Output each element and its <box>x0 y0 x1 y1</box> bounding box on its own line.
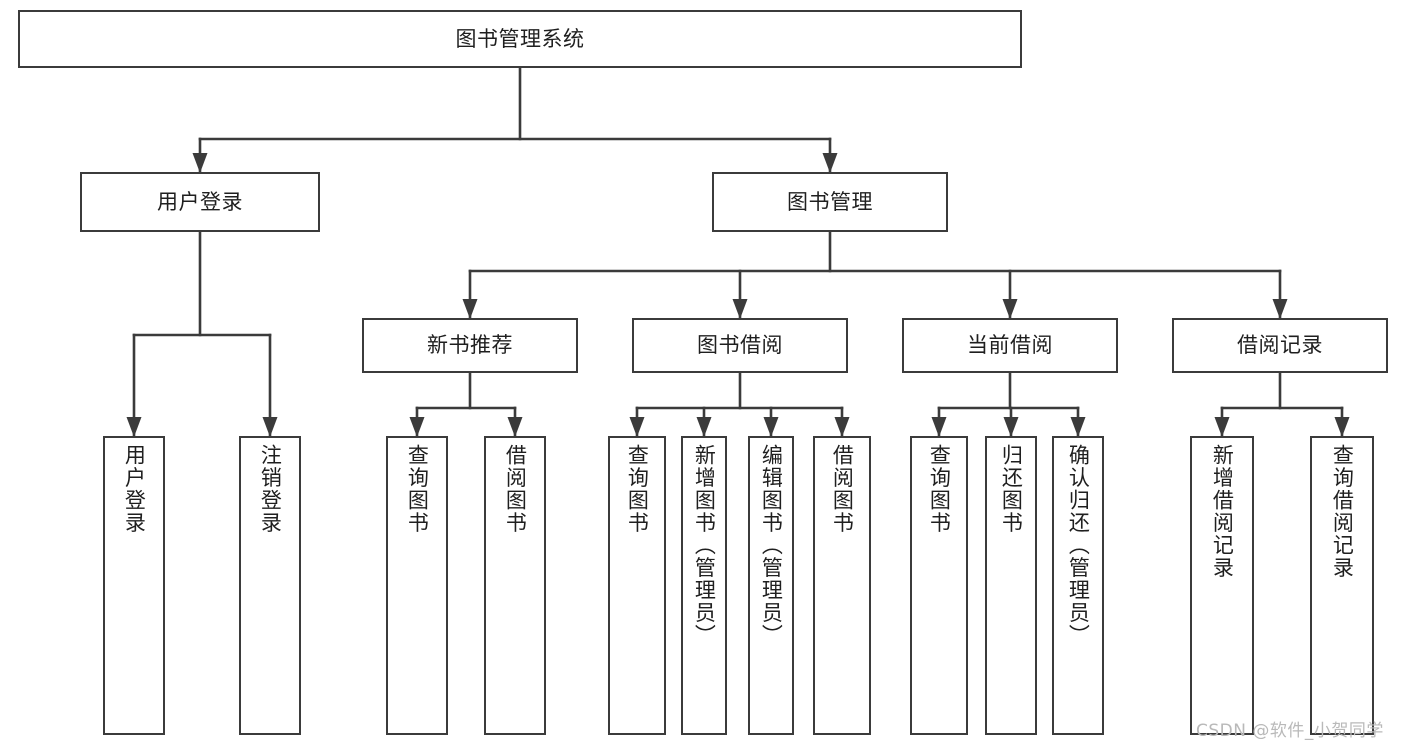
node-label-borrow: 图书借阅 <box>697 333 783 358</box>
node-l_c_return[interactable]: 归还图书 <box>985 436 1037 735</box>
edge-arrowhead-l_c_confirm <box>1070 417 1086 437</box>
edge-arrowhead-user_login <box>192 153 208 173</box>
node-l_r_query[interactable]: 查询借阅记录 <box>1310 436 1374 735</box>
node-label-l_r_add: 新增借阅记录 <box>1210 444 1235 579</box>
node-user_login[interactable]: 用户登录 <box>80 172 320 232</box>
node-l_nr_query[interactable]: 查询图书 <box>386 436 448 735</box>
csdn-watermark: CSDN @软件_小贺同学 <box>1196 721 1384 741</box>
node-l_b_edit[interactable]: 编辑图书（管理员） <box>748 436 794 735</box>
node-borrow[interactable]: 图书借阅 <box>632 318 848 373</box>
edge-arrowhead-l_b_borrow <box>834 417 850 437</box>
node-l_nr_borrow[interactable]: 借阅图书 <box>484 436 546 735</box>
node-label-current: 当前借阅 <box>967 333 1053 358</box>
node-label-user_login: 用户登录 <box>157 189 243 214</box>
edge-arrowhead-l_b_query <box>629 417 645 437</box>
node-book_mgmt[interactable]: 图书管理 <box>712 172 948 232</box>
node-label-l_b_borrow: 借阅图书 <box>830 444 855 534</box>
node-label-l_nr_query: 查询图书 <box>405 444 430 534</box>
edge-arrowhead-borrow <box>732 299 748 319</box>
edge-arrowhead-l_nr_borrow <box>507 417 523 437</box>
node-l_b_query[interactable]: 查询图书 <box>608 436 666 735</box>
edge-arrowhead-records <box>1272 299 1288 319</box>
node-label-new_rec: 新书推荐 <box>427 333 513 358</box>
node-current[interactable]: 当前借阅 <box>902 318 1118 373</box>
node-l_b_borrow[interactable]: 借阅图书 <box>813 436 871 735</box>
node-new_rec[interactable]: 新书推荐 <box>362 318 578 373</box>
node-l_c_query[interactable]: 查询图书 <box>910 436 968 735</box>
node-label-records: 借阅记录 <box>1237 333 1323 358</box>
node-records[interactable]: 借阅记录 <box>1172 318 1388 373</box>
edge-arrowhead-book_mgmt <box>822 153 838 173</box>
node-label-root: 图书管理系统 <box>455 26 585 51</box>
node-label-l_user_login: 用户登录 <box>122 444 147 534</box>
node-label-l_c_query: 查询图书 <box>927 444 952 534</box>
node-l_r_add[interactable]: 新增借阅记录 <box>1190 436 1254 735</box>
edge-arrowhead-l_r_query <box>1334 417 1350 437</box>
node-label-l_nr_borrow: 借阅图书 <box>503 444 528 534</box>
edge-arrowhead-l_c_return <box>1003 417 1019 437</box>
node-label-book_mgmt: 图书管理 <box>787 189 873 214</box>
edge-arrowhead-l_nr_query <box>409 417 425 437</box>
edge-arrowhead-new_rec <box>462 299 478 319</box>
edge-arrowhead-current <box>1002 299 1018 319</box>
node-label-l_b_query: 查询图书 <box>625 444 650 534</box>
node-label-l_c_return: 归还图书 <box>999 444 1024 534</box>
node-label-l_c_confirm: 确认归还（管理员） <box>1066 444 1091 647</box>
node-l_user_login[interactable]: 用户登录 <box>103 436 165 735</box>
node-label-l_r_query: 查询借阅记录 <box>1330 444 1355 579</box>
node-root[interactable]: 图书管理系统 <box>18 10 1022 68</box>
edge-arrowhead-l_user_logout <box>262 417 278 437</box>
edge-arrowhead-l_b_edit <box>763 417 779 437</box>
node-l_b_add[interactable]: 新增图书（管理员） <box>681 436 727 735</box>
node-label-l_b_add: 新增图书（管理员） <box>692 444 717 647</box>
edge-arrowhead-l_b_add <box>696 417 712 437</box>
edge-arrowhead-l_c_query <box>931 417 947 437</box>
node-label-l_user_logout: 注销登录 <box>258 444 283 534</box>
node-label-l_b_edit: 编辑图书（管理员） <box>759 444 784 647</box>
edge-arrowhead-l_user_login <box>126 417 142 437</box>
edge-arrowhead-l_r_add <box>1214 417 1230 437</box>
node-l_c_confirm[interactable]: 确认归还（管理员） <box>1052 436 1104 735</box>
node-l_user_logout[interactable]: 注销登录 <box>239 436 301 735</box>
